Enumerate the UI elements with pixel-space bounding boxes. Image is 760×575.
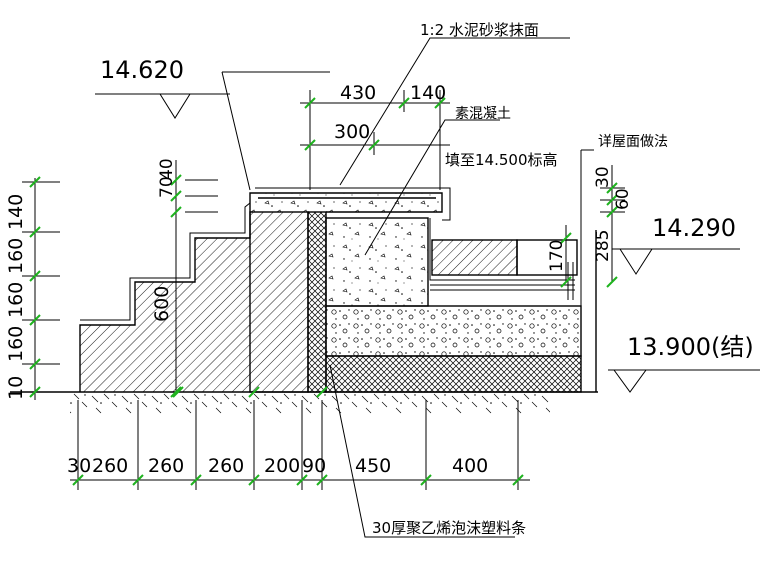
dim-left-160-b: 160 xyxy=(5,282,27,318)
dim-left-160-a: 160 xyxy=(5,326,27,362)
dim-step-40: 40 xyxy=(157,158,177,180)
dim-left-160-c: 160 xyxy=(5,238,27,274)
note-plain-concrete: 素混凝土 xyxy=(455,106,511,122)
dim-bottom-450: 450 xyxy=(355,455,391,477)
dim-wall-600: 600 xyxy=(151,286,173,322)
note-fill-to: 填至14.500标高 xyxy=(445,151,558,169)
elevation-marker-top xyxy=(159,93,191,119)
elevation-structural: 13.900(结) xyxy=(627,333,754,361)
dim-bottom-260-a: 260 xyxy=(92,455,128,477)
dim-bottom-260-c: 260 xyxy=(208,455,244,477)
dim-right-60: 60 xyxy=(613,188,633,210)
dim-bottom-200: 200 xyxy=(264,455,300,477)
dim-step-70: 70 xyxy=(157,176,177,198)
dim-top-140: 140 xyxy=(410,82,446,104)
dim-bottom-260-b: 260 xyxy=(148,455,184,477)
note-roof-method: 详屋面做法 xyxy=(598,134,668,150)
elevation-top-step: 14.620 xyxy=(100,56,184,84)
base-slab xyxy=(326,356,581,392)
dim-right-30: 30 xyxy=(593,166,613,188)
elevation-marker-roof xyxy=(619,248,653,275)
dim-bottom-30: 30 xyxy=(67,455,91,477)
dim-right-170: 170 xyxy=(547,240,567,272)
roof-insulation-block xyxy=(432,240,517,275)
stepped-outline xyxy=(79,212,251,392)
note-foam-strip: 30厚聚乙烯泡沫塑料条 xyxy=(372,519,526,537)
dim-right-285: 285 xyxy=(593,230,613,262)
leader-cement xyxy=(339,37,570,186)
ground-soil xyxy=(70,392,550,418)
elevation-roof-finish: 14.290 xyxy=(652,214,736,242)
dim-bottom-90: 90 xyxy=(302,455,326,477)
coping-slab xyxy=(250,193,442,212)
stepped-base xyxy=(80,238,250,392)
dim-left-140: 140 xyxy=(5,194,27,230)
wall-column xyxy=(250,212,308,392)
leader-concrete xyxy=(364,119,500,256)
gravel-layer xyxy=(326,306,581,356)
plain-concrete-block xyxy=(326,218,428,306)
leader-foam xyxy=(329,364,515,538)
foam-strip-zone xyxy=(308,212,326,392)
note-cement-mortar: 1:2 水泥砂浆抹面 xyxy=(420,21,539,39)
elevation-marker-structural xyxy=(613,369,647,393)
dim-top-300: 300 xyxy=(334,121,370,143)
dim-bottom-400: 400 xyxy=(452,455,488,477)
dim-left-10: 10 xyxy=(5,376,27,400)
dim-top-430: 430 xyxy=(340,82,376,104)
